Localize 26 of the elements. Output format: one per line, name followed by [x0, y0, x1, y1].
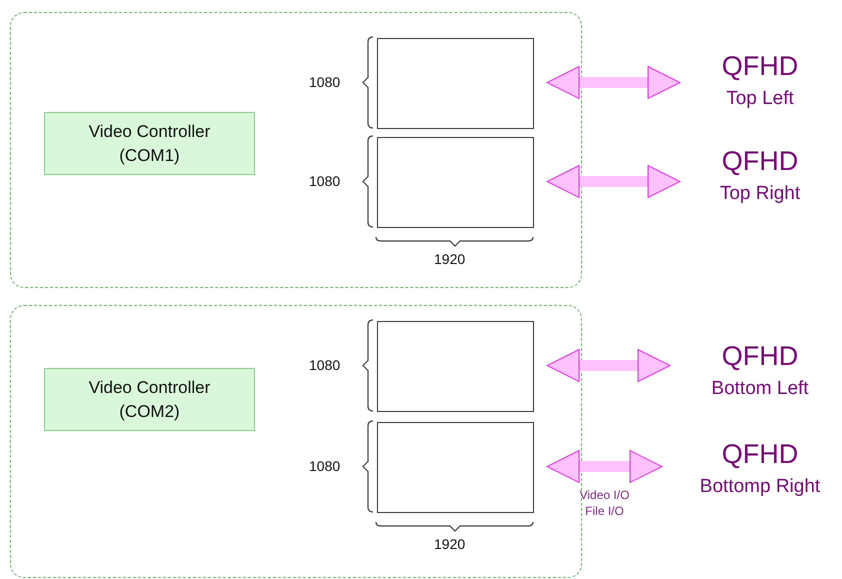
display-position: Top Left [726, 88, 794, 110]
double-arrow [546, 349, 670, 382]
dashed-group [10, 12, 582, 288]
dimension-label: 1920 [434, 251, 466, 267]
edge-label: Video I/O File I/O [578, 486, 630, 519]
double-arrow [546, 165, 680, 198]
process-box: Video Controller (COM1) [44, 112, 255, 175]
frame-box [377, 38, 534, 129]
process-box: Video Controller (COM2) [44, 368, 255, 431]
double-arrow [546, 450, 662, 483]
dimension-label: 1920 [434, 536, 466, 552]
display-name: QFHD [722, 145, 798, 178]
dimension-label: 1080 [309, 74, 340, 90]
display-name: QFHD [722, 340, 798, 372]
display-position: Bottomp Right [700, 476, 820, 498]
double-arrow [546, 66, 680, 99]
dimension-label: 1080 [309, 172, 340, 188]
display-position: Bottom Left [711, 378, 809, 400]
display-position: Top Right [720, 183, 800, 206]
frame-box [377, 422, 534, 513]
dimension-label: 1080 [309, 458, 340, 474]
display-name: QFHD [722, 50, 798, 82]
display-name: QFHD [722, 438, 798, 470]
dimension-label: 1080 [309, 356, 340, 372]
frame-box [377, 321, 534, 412]
frame-box [377, 137, 534, 228]
